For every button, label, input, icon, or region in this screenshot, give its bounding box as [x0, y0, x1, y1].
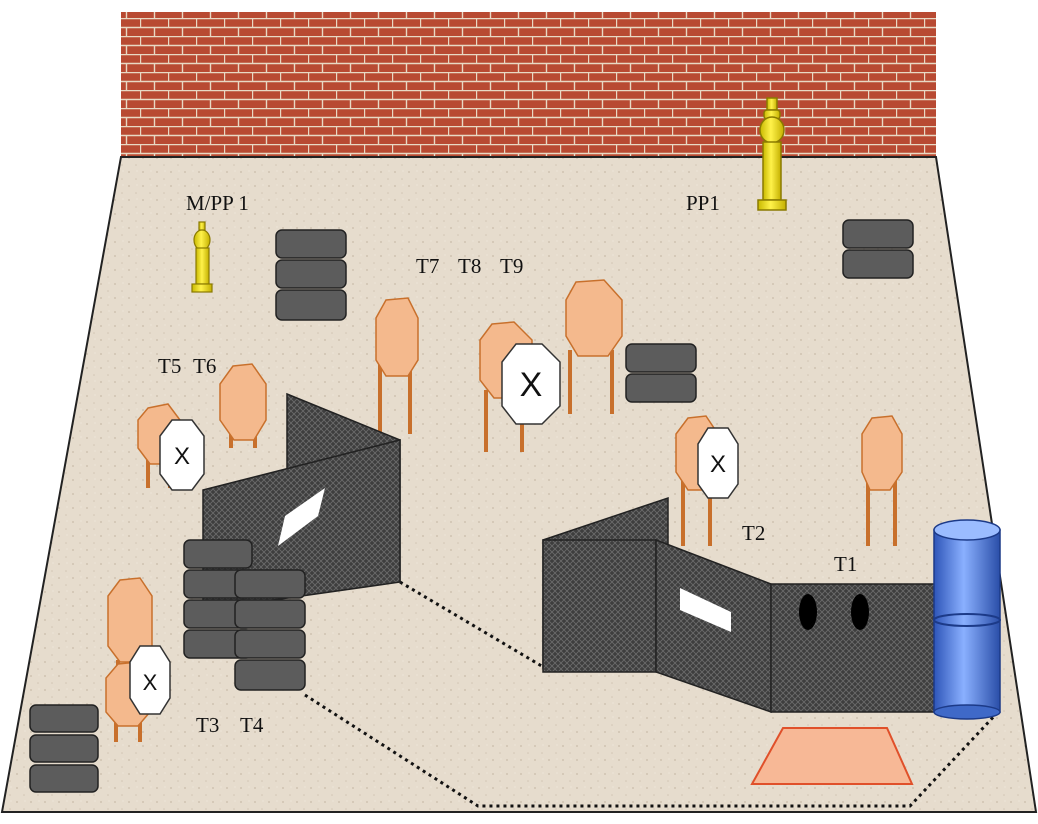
- label-t5: T5: [158, 354, 181, 378]
- label-t4: T4: [240, 713, 264, 737]
- svg-text:X: X: [520, 366, 543, 404]
- wall-left-structure: [202, 392, 401, 611]
- tire-stack-left-center-icon: [183, 539, 306, 691]
- label-t2: T2: [742, 521, 765, 545]
- label-t9: T9: [500, 254, 523, 278]
- no-shoot-t4-icon: X: [129, 645, 171, 715]
- label-pp1: PP1: [686, 191, 720, 215]
- no-shoot-t2-icon: X: [697, 427, 739, 499]
- label-t8: T8: [458, 254, 481, 278]
- target-t6-icon: [219, 363, 267, 448]
- popper-pp1-icon: [757, 97, 787, 211]
- target-t9-icon: [565, 279, 623, 414]
- tire-stack-top-right-icon: [842, 219, 914, 279]
- popper-mpp1-icon: [191, 221, 213, 293]
- label-t3: T3: [196, 713, 219, 737]
- fault-line: [304, 580, 1000, 808]
- target-t1-icon: [861, 415, 903, 546]
- wall-right-structure: [542, 496, 937, 714]
- label-t1: T1: [834, 552, 857, 576]
- no-shoot-t5-icon: X: [159, 419, 205, 491]
- wall-right-port-hole-2: [851, 594, 869, 630]
- wall-left-port: [278, 488, 325, 546]
- wall-right-port-hole-1: [799, 594, 817, 630]
- no-shoot-t8-icon: X: [501, 343, 561, 425]
- label-t6: T6: [193, 354, 216, 378]
- shooting-box: [750, 727, 914, 785]
- tire-stack-center-icon: [625, 343, 697, 403]
- barrel-icon: [933, 519, 1001, 720]
- target-t7-icon: [375, 297, 419, 434]
- label-mpp1: M/PP 1: [186, 191, 249, 215]
- tire-stack-top-left-icon: [275, 229, 347, 321]
- tire-stack-bottom-left-icon: [29, 704, 99, 793]
- wall-right-port: [680, 588, 731, 632]
- label-t7: T7: [416, 254, 439, 278]
- svg-text:X: X: [143, 670, 158, 695]
- svg-text:X: X: [710, 451, 726, 478]
- back-brick-wall: [121, 12, 936, 157]
- svg-text:X: X: [174, 443, 190, 470]
